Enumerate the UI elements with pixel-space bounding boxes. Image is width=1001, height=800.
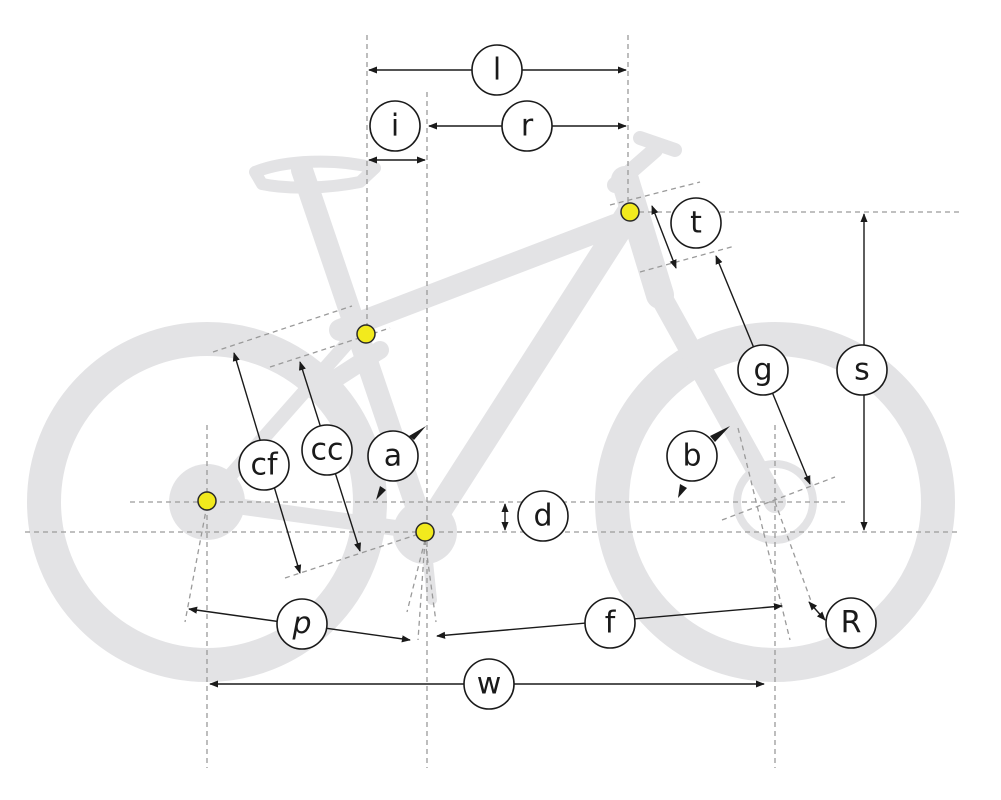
- label-l: l: [471, 44, 523, 96]
- label-b-text: b: [682, 439, 701, 474]
- label-s-text: s: [854, 353, 870, 388]
- label-p: p: [276, 598, 328, 650]
- label-g: g: [737, 344, 789, 396]
- label-d-text: d: [533, 499, 552, 534]
- guide-pedal-3: [417, 539, 426, 641]
- label-a: a: [367, 430, 419, 482]
- guide-fork-offset: [721, 476, 836, 521]
- label-b: b: [666, 430, 718, 482]
- label-d: d: [517, 490, 569, 542]
- label-l-text: l: [493, 53, 501, 88]
- label-bubbles: l i r t g s cf cc: [238, 44, 888, 710]
- label-R: R: [825, 597, 877, 649]
- guide-stays-offset: [284, 531, 426, 579]
- pedal-crank: [420, 527, 437, 605]
- bike-silhouette: [27, 131, 955, 682]
- label-w-text: w: [477, 667, 502, 702]
- guide-pedal-2: [424, 539, 437, 623]
- label-w: w: [463, 658, 515, 710]
- label-r-text: r: [521, 109, 534, 144]
- label-cc-text: cc: [311, 433, 344, 468]
- label-p-text: p: [291, 607, 311, 642]
- dim-t-arrow: [651, 205, 677, 269]
- label-i-text: i: [391, 109, 399, 144]
- head-tube: [611, 166, 674, 309]
- point-seat-tube-top: [356, 324, 376, 344]
- label-cf-text: cf: [250, 448, 278, 483]
- label-r: r: [501, 100, 553, 152]
- point-head-tube-top: [620, 202, 640, 222]
- label-R-text: R: [841, 606, 862, 641]
- label-t-text: t: [690, 206, 702, 241]
- angle-a-tick: [409, 426, 426, 440]
- stem: [607, 142, 663, 193]
- guide-rake: [774, 501, 816, 613]
- guide-rear-axle-drop: [184, 504, 208, 623]
- label-a-text: a: [384, 439, 402, 474]
- point-bottom-bracket: [415, 522, 435, 542]
- angle-b-tick: [710, 426, 730, 442]
- label-s: s: [836, 344, 888, 396]
- guide-pedal-1: [406, 539, 426, 613]
- dim-R-arrow: [808, 601, 826, 621]
- label-g-text: g: [753, 353, 772, 388]
- top-tube: [329, 214, 626, 341]
- guide-top-tube-offset-cf: [212, 305, 353, 353]
- angle-b-tick-lower: [678, 484, 687, 498]
- label-i: i: [369, 100, 421, 152]
- guide-head-angle-upper: [609, 181, 701, 206]
- angle-a-tick-lower: [376, 486, 386, 500]
- rear-wheel: [27, 322, 387, 682]
- label-cf: cf: [238, 439, 290, 491]
- label-f: f: [584, 597, 636, 649]
- guide-head-angle-lower: [639, 245, 736, 273]
- saddle: [249, 155, 381, 194]
- point-rear-axle: [197, 491, 217, 511]
- label-t: t: [670, 197, 722, 249]
- measurement-points: [197, 202, 640, 542]
- down-tube: [412, 199, 643, 545]
- handlebar: [633, 131, 682, 157]
- label-f-text: f: [605, 606, 617, 641]
- label-cc: cc: [301, 424, 353, 476]
